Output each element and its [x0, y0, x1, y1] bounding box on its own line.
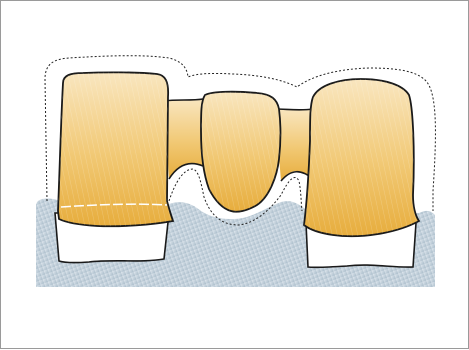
bridge-connector-left — [164, 99, 203, 179]
crown-texture-right — [304, 79, 419, 236]
crown-texture-pontic — [201, 92, 281, 212]
crown-texture-left — [58, 72, 173, 226]
